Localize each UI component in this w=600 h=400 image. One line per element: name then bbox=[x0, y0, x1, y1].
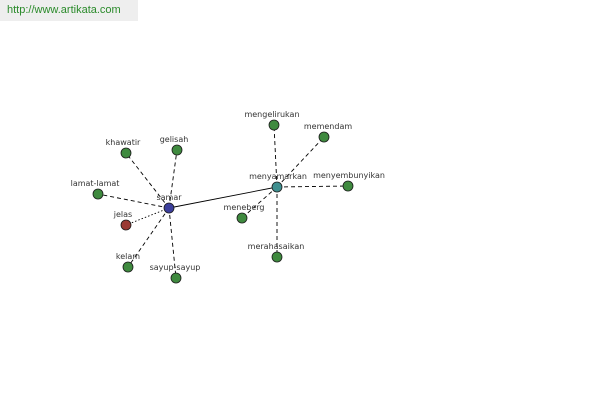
node-samar[interactable] bbox=[163, 202, 175, 214]
edge-samar-khawatir bbox=[125, 152, 170, 209]
source-link[interactable]: http://www.artikata.com bbox=[0, 0, 138, 21]
node-label-lamat-lamat: lamat-lamat bbox=[71, 179, 120, 188]
node-label-merahasaikan: merahasaikan bbox=[248, 242, 305, 251]
node-gelisah[interactable] bbox=[171, 144, 183, 156]
node-label-memendam: memendam bbox=[304, 122, 352, 131]
edge-samar-jelas bbox=[125, 207, 170, 226]
nodes-layer bbox=[92, 119, 354, 284]
node-label-menyembunyikan: menyembunyikan bbox=[313, 171, 385, 180]
node-label-menyamarkan: menyamarkan bbox=[249, 172, 307, 181]
node-label-jelas: jelas bbox=[113, 210, 132, 219]
labels-layer: samar menyamarkan jelas khawatir gelisah lama… bbox=[71, 110, 385, 272]
edge-samar-gelisah bbox=[168, 149, 178, 209]
node-label-khawatir: khawatir bbox=[106, 138, 141, 147]
edges-layer bbox=[97, 124, 349, 279]
edge-menyamarkan-mengelirukan bbox=[273, 124, 278, 188]
node-khawatir[interactable] bbox=[120, 147, 132, 159]
edge-samar-lamat-lamat bbox=[97, 193, 170, 209]
node-mengelirukan[interactable] bbox=[268, 119, 280, 131]
node-kelam[interactable] bbox=[122, 261, 134, 273]
edge-menyamarkan-meneberg bbox=[241, 186, 278, 219]
node-sayup-sayup[interactable] bbox=[170, 272, 182, 284]
edge-menyamarkan-menyembunyikan bbox=[276, 185, 349, 188]
node-label-gelisah: gelisah bbox=[160, 135, 189, 144]
node-meneberg[interactable] bbox=[236, 212, 248, 224]
node-lamat-lamat[interactable] bbox=[92, 188, 104, 200]
node-menyembunyikan[interactable] bbox=[342, 180, 354, 192]
edge-samar-kelam bbox=[127, 207, 170, 268]
node-label-mengelirukan: mengelirukan bbox=[244, 110, 299, 119]
edge-samar-menyamarkan bbox=[168, 186, 278, 209]
node-label-meneberg: meneberg bbox=[224, 203, 265, 212]
node-menyamarkan[interactable] bbox=[271, 181, 283, 193]
node-jelas[interactable] bbox=[120, 219, 132, 231]
node-label-sayup-sayup: sayup-sayup bbox=[150, 263, 201, 272]
edge-samar-sayup-sayup bbox=[168, 207, 177, 279]
node-label-samar: samar bbox=[156, 193, 182, 202]
edge-menyamarkan-memendam bbox=[276, 136, 325, 188]
node-memendam[interactable] bbox=[318, 131, 330, 143]
node-label-kelam: kelam bbox=[116, 252, 140, 261]
node-merahasaikan[interactable] bbox=[271, 251, 283, 263]
